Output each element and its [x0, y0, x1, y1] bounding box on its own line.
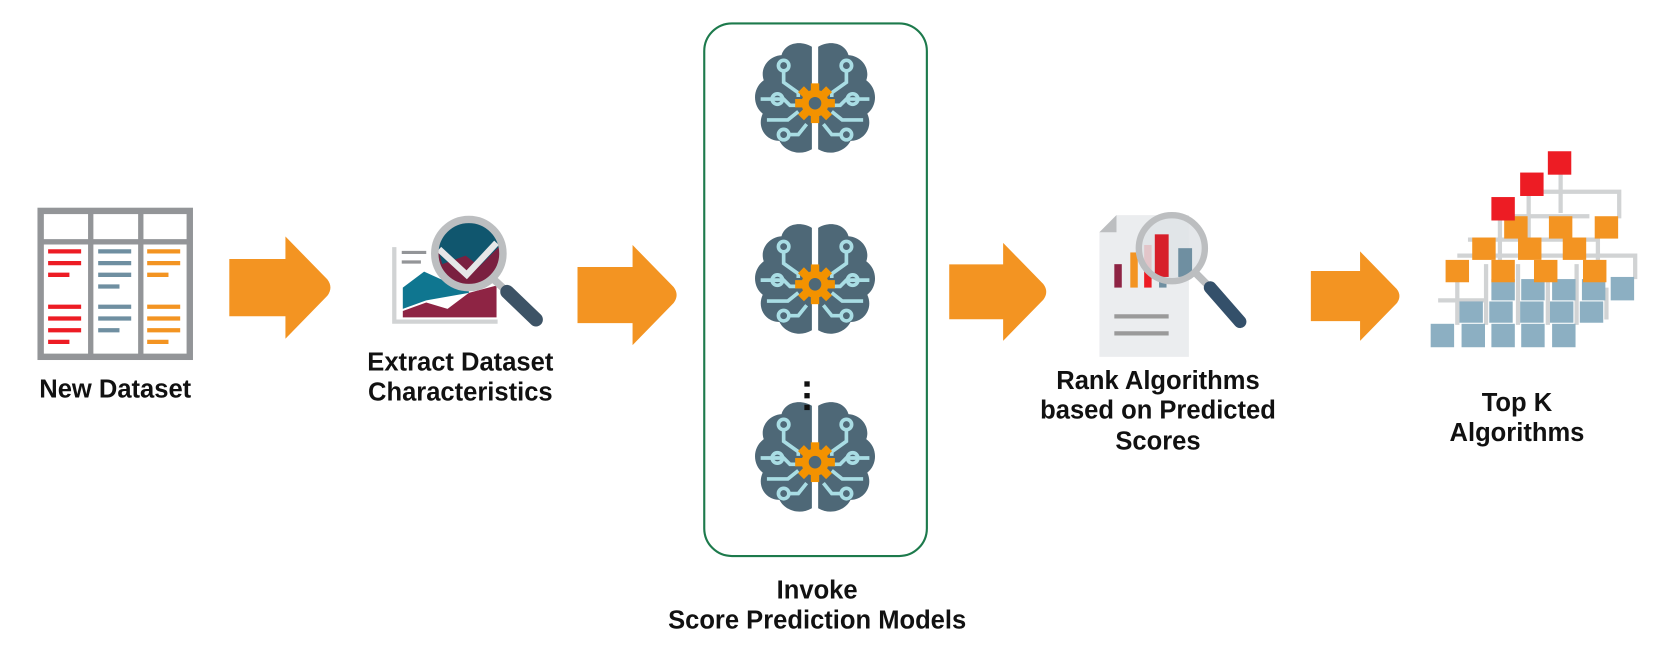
step-label-new-dataset: New Dataset — [39, 375, 191, 403]
step-label-topk-line1: Top K — [1482, 389, 1553, 417]
data-table-icon — [37, 207, 193, 361]
arrow-right-icon — [1310, 251, 1400, 341]
step-label-invoke-line2: Score Prediction Models — [668, 606, 966, 634]
step-label-rank-line1: Rank Algorithms — [1056, 367, 1259, 395]
brain-gear-icon — [753, 400, 877, 514]
brain-gear-icon — [753, 41, 877, 155]
report-magnifier-icon — [1099, 211, 1247, 357]
chart-magnifier-icon — [392, 215, 543, 327]
step-label-invoke-line1: Invoke — [777, 577, 858, 605]
arrow-right-icon — [577, 244, 677, 346]
arrow-right-icon — [229, 236, 331, 339]
ellipsis-icon — [804, 381, 810, 411]
hierarchy-tree-icon — [1430, 151, 1638, 348]
step-label-extract-line1: Extract Dataset — [367, 349, 554, 377]
step-label-extract-line2: Characteristics — [368, 378, 553, 406]
arrow-right-icon — [949, 242, 1047, 341]
brain-gear-icon — [753, 222, 877, 336]
score-models-group — [703, 22, 928, 558]
step-label-topk-line2: Algorithms — [1450, 419, 1585, 447]
step-label-rank-line2: based on Predicted — [1040, 397, 1276, 425]
step-label-rank-line3: Scores — [1115, 427, 1200, 455]
